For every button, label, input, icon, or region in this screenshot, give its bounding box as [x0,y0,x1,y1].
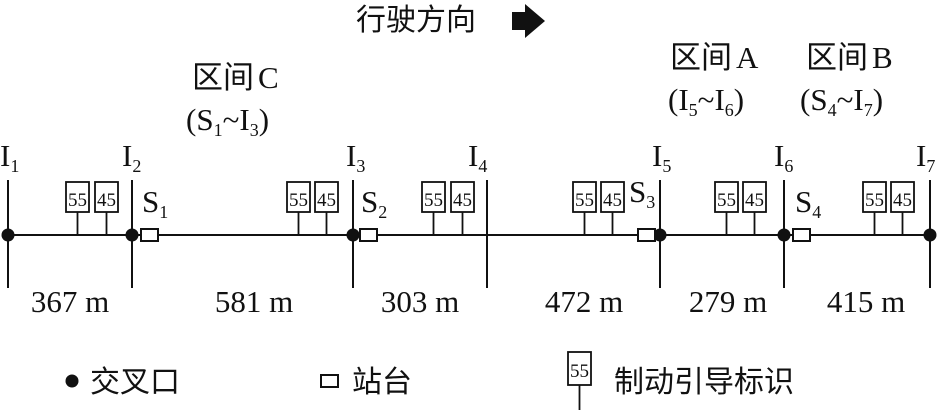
svg-text:45: 45 [453,190,472,211]
distance-i4-i5: 472 m [545,284,623,319]
intersection-label-i3: I3 [346,138,365,176]
svg-text:区间B: 区间B [806,40,893,76]
station-box-s3 [637,228,656,242]
intersection-dots [1,228,937,242]
legend: 交叉口 站台 55 制动引导标识 [65,351,794,410]
legend-station-icon [320,374,339,388]
legend-sign-label: 制动引导标识 [614,365,794,400]
legend-station-label: 站台 [352,365,412,400]
svg-text:45: 45 [317,190,336,211]
station-box-s2 [359,228,378,242]
svg-text:45: 45 [97,190,116,211]
intersection-label-i5: I5 [652,138,671,176]
intersection-label-i2: I2 [122,138,141,176]
station-label-s3: S3 [629,174,655,212]
station-label-s4: S4 [795,184,821,222]
station-box-s4 [792,228,811,242]
station-label-s1: S1 [142,184,168,222]
svg-text:45: 45 [745,190,764,211]
intersection-dot-i2 [125,228,139,242]
svg-text:55: 55 [289,190,308,211]
direction-arrow-icon [512,4,545,38]
direction-label: 行驶方向 [356,3,476,38]
svg-text:(S4~I7): (S4~I7) [800,82,883,120]
svg-text:45: 45 [893,190,912,211]
intersection-dot-i6 [777,228,791,242]
svg-text:55: 55 [865,190,884,211]
intersection-label-i6: I6 [774,138,793,176]
intersection-label-i1: I1 [0,138,19,176]
intersection-dot-i5 [653,228,667,242]
svg-text:(I5~I6): (I5~I6) [668,82,744,120]
distance-labels: 367 m 581 m 303 m 472 m 279 m 415 m [31,284,905,319]
distance-i1-i2: 367 m [31,284,109,319]
svg-text:区间A: 区间A [670,40,759,76]
svg-text:55: 55 [575,190,594,211]
intersection-labels: I1 I2 I3 I4 I5 I6 I7 [0,138,935,176]
legend-sign-icon: 55 [567,351,592,410]
sign-pair-1: 55 45 [65,181,119,235]
svg-text:55: 55 [68,190,87,211]
svg-text:55: 55 [570,361,589,382]
sign-pair-2: 55 45 [286,181,339,235]
intersection-dot-i7 [923,228,937,242]
intersection-label-i4: I4 [468,138,487,176]
station-labels: S1 S2 S3 S4 [142,174,821,222]
sign-pair-4: 55 45 [572,181,625,235]
intersection-label-i7: I7 [916,138,935,176]
svg-text:55: 55 [717,190,736,211]
legend-dot-icon [65,374,79,388]
svg-text:区间C: 区间C [192,60,279,96]
sign-pair-3: 55 45 [421,181,475,235]
intersection-dot-i1 [1,228,15,242]
svg-text:(S1~I3): (S1~I3) [186,102,269,140]
legend-intersection-label: 交叉口 [90,365,180,400]
distance-i6-i7: 415 m [827,284,905,319]
distance-i2-i3: 581 m [215,284,293,319]
station-boxes [140,228,811,242]
svg-text:55: 55 [424,190,443,211]
sign-pair-5: 55 45 [714,181,767,235]
station-box-s1 [140,228,159,242]
distance-i3-i4: 303 m [381,284,459,319]
svg-text:45: 45 [603,190,622,211]
distance-i5-i6: 279 m [689,284,767,319]
sign-pair-6: 55 45 [862,181,915,235]
station-label-s2: S2 [361,184,387,222]
intersection-dot-i3 [346,228,360,242]
